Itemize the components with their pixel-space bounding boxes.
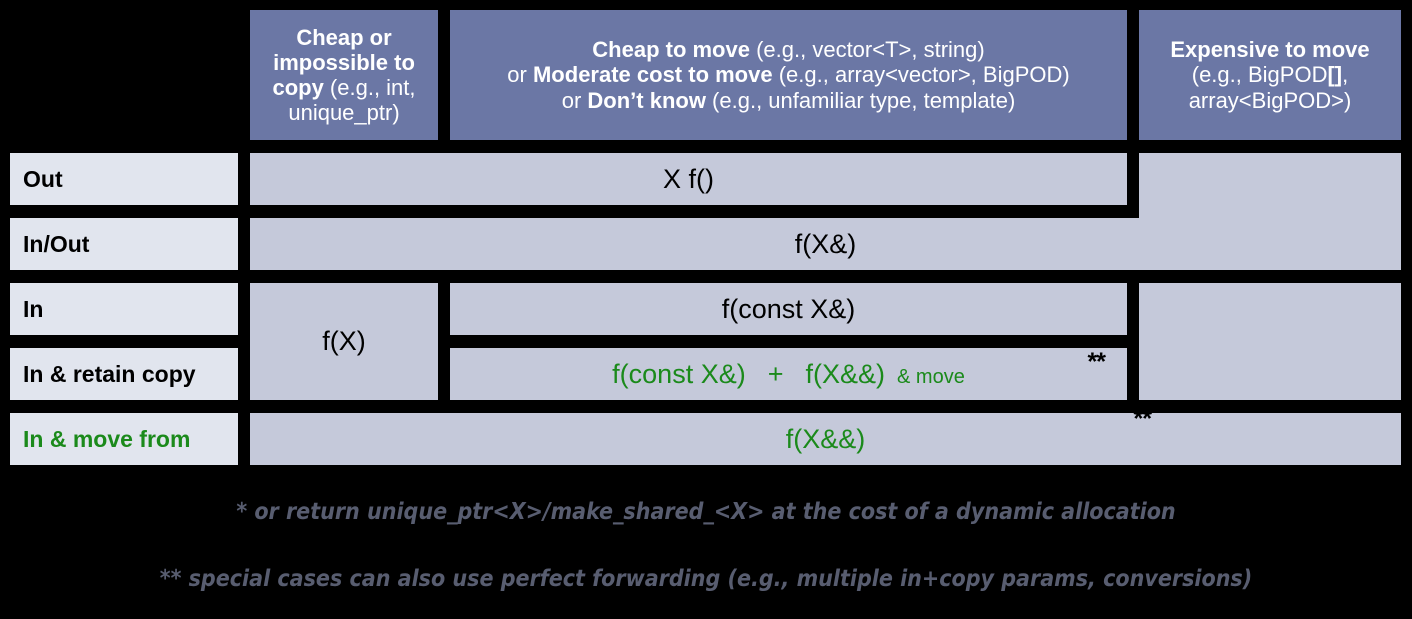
header-col4-line-2: (e.g., BigPOD[], (1170, 62, 1369, 87)
row-label-in-text: In (23, 295, 44, 322)
cell-retain-copy-rvalue-ref: f(X&&) (805, 358, 886, 389)
cell-retain-copy-const-ref: f(const X&) (612, 358, 746, 389)
cell-in-middle-text: f(const X&) (721, 293, 856, 324)
cell-in-out-main: f(X&) (250, 218, 1401, 270)
cell-in-expensive-empty (1139, 283, 1401, 400)
header-col4-strong: Expensive to move (1170, 37, 1370, 63)
cell-in-retain-copy-middle: f(const X&) + f(X&&) & move ** (450, 348, 1127, 400)
column-header-expensive-to-move: Expensive to move (e.g., BigPOD[], array… (1139, 10, 1401, 140)
header-col3-l2-rest: (e.g., array<vector>, BigPOD) (772, 62, 1070, 88)
footnote-marker-double-star-retain-copy: ** (1087, 348, 1106, 376)
row-label-out: Out (10, 153, 238, 205)
header-col3-l1-strong: Cheap to move (592, 37, 750, 63)
row-label-in-move-from-text: In & move from (23, 425, 191, 452)
cell-in-cheap-copy: f(X) (250, 283, 438, 400)
column-header-cheap-moderate-or-unknown-to-move: Cheap to move (e.g., vector<T>, string) … (450, 10, 1127, 140)
header-col3-line-1: Cheap to move (e.g., vector<T>, string) (507, 37, 1069, 62)
cell-in-out-main-text: f(X&) (794, 228, 857, 259)
cell-in-middle: f(const X&) (450, 283, 1127, 335)
row-label-in-out: In/Out (10, 218, 238, 270)
row-label-in-retain-copy: In & retain copy (10, 348, 238, 400)
header-col3-line-2: or Moderate cost to move (e.g., array<ve… (507, 62, 1069, 87)
header-col4-line-3: array<BigPOD>) (1188, 87, 1352, 113)
header-col3-line-3: or Don’t know (e.g., unfamiliar type, te… (507, 88, 1069, 113)
header-col2-rest: (e.g., int, unique_ptr) (288, 75, 416, 126)
cell-retain-copy-plus: + (767, 358, 784, 389)
header-col3-l2-strong: Moderate cost to move (532, 62, 773, 88)
header-col3-l3-prefix: or (561, 87, 588, 113)
header-col3-l3-strong: Don’t know (587, 87, 706, 113)
column-header-cheap-or-impossible-to-copy: Cheap or impossible to copy (e.g., int, … (250, 10, 438, 140)
cell-in-retain-copy-expression: f(const X&) + f(X&&) & move (612, 359, 965, 390)
header-col4-rest-bold: [] (1327, 62, 1343, 88)
footnote-double-star: ** special cases can also use perfect fo… (159, 566, 1253, 592)
header-col2-strong-1: Cheap or impossible to (273, 24, 415, 75)
header-col3-l1-rest: (e.g., vector<T>, string) (749, 37, 985, 63)
cell-retain-copy-move-note: & move (897, 365, 965, 388)
row-label-out-text: Out (23, 165, 63, 192)
header-col3-l3-rest: (e.g., unfamiliar type, template) (705, 87, 1016, 113)
cell-out-main: X f() (250, 153, 1127, 205)
row-label-in-out-text: In/Out (23, 230, 90, 257)
header-col3-l2-prefix: or (507, 62, 533, 88)
cell-in-move-from-main: f(X&&) ** (250, 407, 1401, 465)
footnote-single-star: * or return unique_ptr<X>/make_shared_<X… (236, 499, 1176, 525)
header-col2-strong-2: copy (272, 75, 324, 100)
header-col4-rest-2: , (1342, 62, 1349, 88)
header-col4-line-1: Expensive to move (1170, 37, 1369, 62)
row-label-in: In (10, 283, 238, 335)
cell-out-main-text: X f() (663, 163, 714, 194)
cell-out-expensive-empty (1139, 153, 1401, 218)
cell-in-cheap-copy-text: f(X) (322, 326, 366, 357)
cell-in-move-from-text: f(X&&) (785, 423, 866, 454)
header-col4-rest-1: (e.g., BigPOD (1191, 62, 1328, 88)
footnote-marker-double-star-move-from: ** (1133, 405, 1152, 433)
row-label-in-move-from: In & move from (10, 413, 238, 465)
row-label-in-retain-copy-text: In & retain copy (23, 360, 196, 387)
